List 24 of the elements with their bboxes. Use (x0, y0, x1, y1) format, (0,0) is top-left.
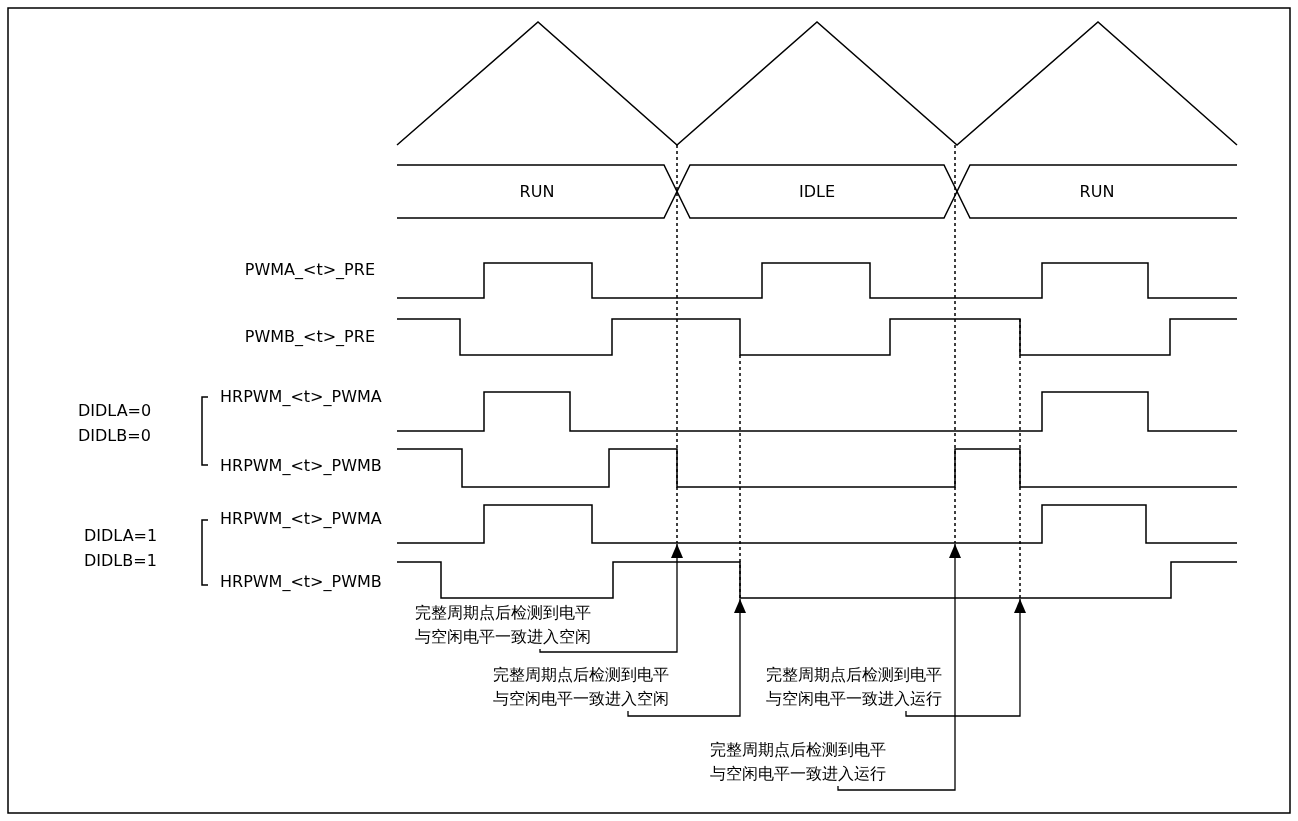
signal-name: HRPWM_<t>_PWMB (220, 455, 382, 477)
annotation-text: 完整周期点后检测到电平与空闲电平一致进入空闲 (415, 601, 595, 649)
signal-name: PWMB_<t>_PRE (243, 326, 375, 348)
bus-state-segment (957, 165, 1237, 218)
bus-state-segment (677, 165, 957, 218)
annotation-text: 完整周期点后检测到电平与空闲电平一致进入空闲 (493, 663, 673, 711)
condition-text: DIDLA=0 DIDLB=0 (78, 400, 153, 447)
state-label: RUN (1079, 181, 1115, 203)
condition-text: DIDLA=1 DIDLB=1 (84, 525, 159, 572)
signal-name: HRPWM_<t>_PWMA (220, 508, 382, 530)
waveform (396, 504, 1238, 544)
signal-name: HRPWM_<t>_PWMB (220, 571, 382, 593)
leader-arrow (905, 598, 1026, 717)
annotation-text: 完整周期点后检测到电平与空闲电平一致进入运行 (766, 663, 946, 711)
signal-name: HRPWM_<t>_PWMA (220, 386, 382, 408)
signal-name: PWMA_<t>_PRE (243, 259, 375, 281)
state-label: IDLE (798, 181, 836, 203)
leader-arrow (837, 543, 961, 791)
leader-arrow (539, 543, 683, 653)
annotation-text: 完整周期点后检测到电平与空闲电平一致进入运行 (710, 738, 890, 786)
bus-state-segment (397, 165, 677, 218)
waveform (396, 561, 1238, 599)
state-label: RUN (519, 181, 555, 203)
leader-arrow (627, 598, 746, 717)
